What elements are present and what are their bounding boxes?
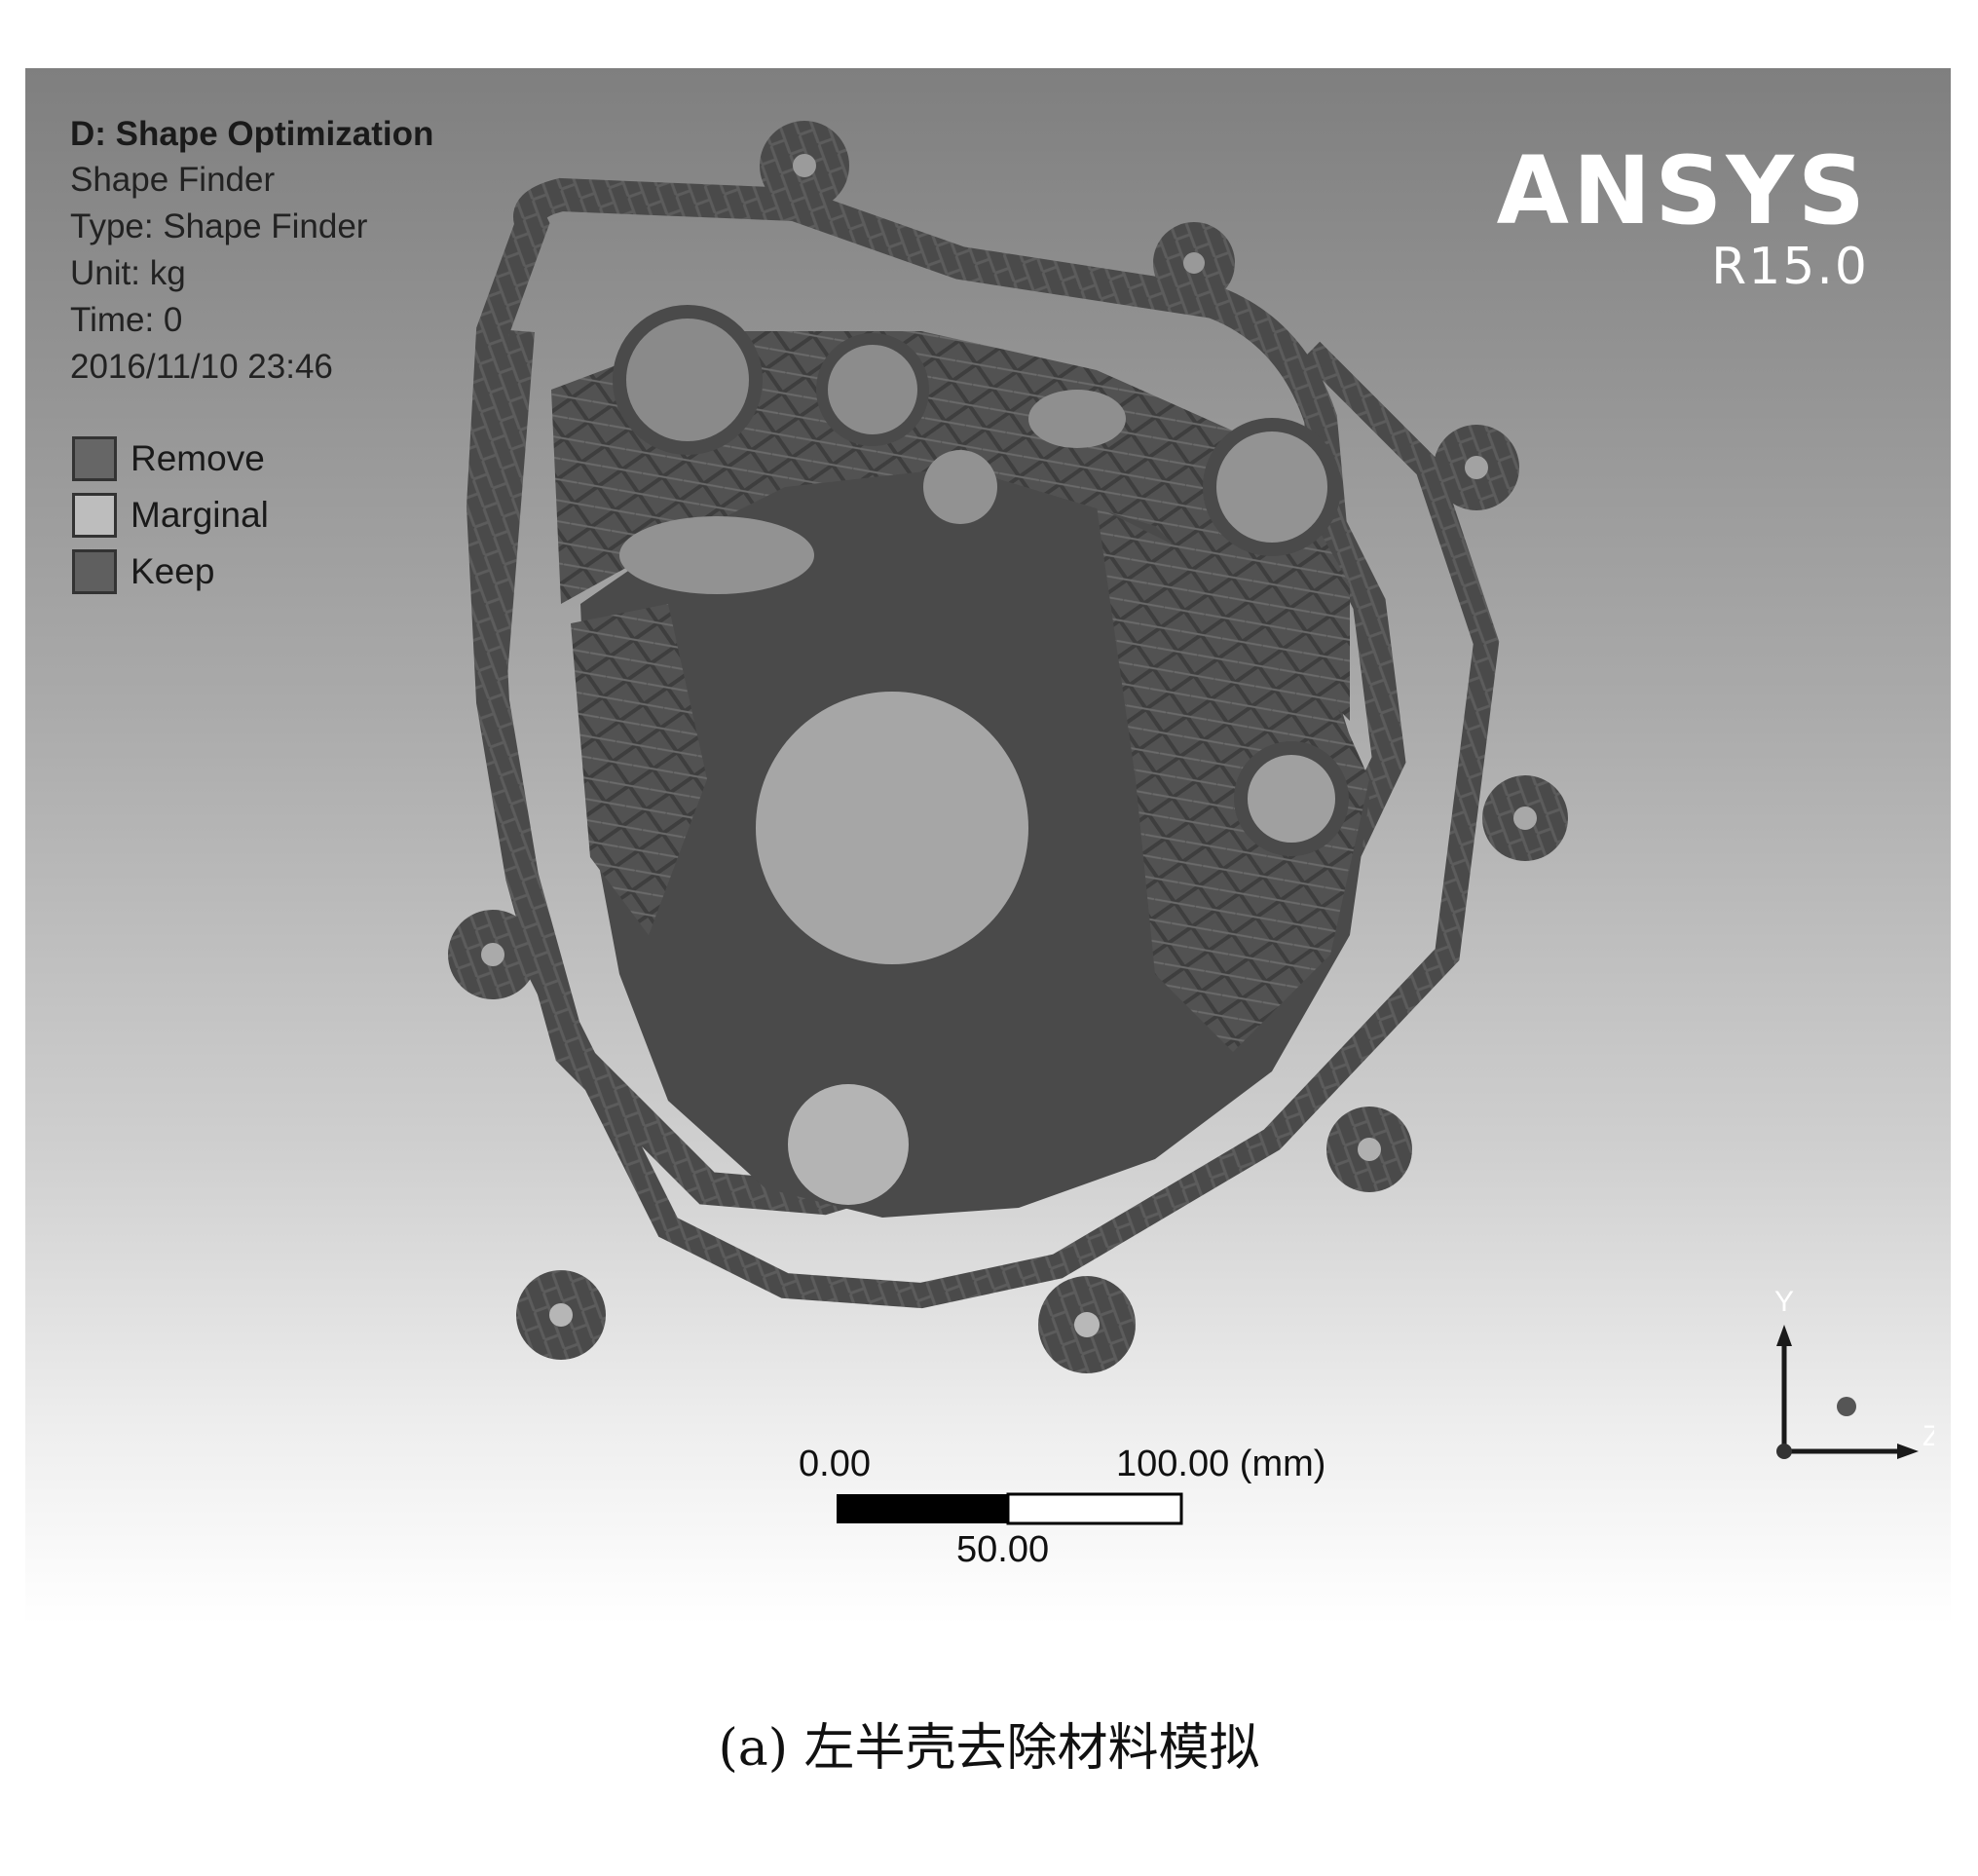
info-line-unit: Unit: kg <box>70 254 186 292</box>
legend-label-remove: Remove <box>131 438 265 478</box>
analysis-title: D: Shape Optimization <box>70 115 434 153</box>
logo-brand: ANSYS <box>1496 136 1869 245</box>
info-line-time: Time: 0 <box>70 301 183 339</box>
scale-bar-icon <box>837 1492 1183 1525</box>
info-line-result: Shape Finder <box>70 161 276 199</box>
outer-flange <box>466 177 1406 1216</box>
result-info-panel: D: Shape Optimization Shape Finder Type:… <box>70 111 433 391</box>
scale-label-right: 100.00 (mm) <box>1116 1444 1326 1484</box>
logo-version: R15.0 <box>1711 238 1869 296</box>
figure-caption: (a) 左半壳去除材料模拟 <box>718 1719 1260 1778</box>
mounting-lugs <box>448 121 1568 1373</box>
ansys-logo: ANSYS R15.0 <box>1497 144 1869 296</box>
info-line-type: Type: Shape Finder <box>70 207 368 245</box>
triad-axes-icon[interactable]: Y Z <box>1739 1286 1934 1481</box>
triad-z-label: Z <box>1922 1420 1934 1452</box>
bearing-holes <box>613 305 1349 1205</box>
legend: Remove Marginal Keep <box>72 431 269 600</box>
graphics-viewport[interactable]: D: Shape Optimization Shape Finder Type:… <box>25 68 1951 1625</box>
legend-item-remove[interactable]: Remove <box>72 431 269 487</box>
legend-item-keep[interactable]: Keep <box>72 544 269 600</box>
gearbox-half-shell-model[interactable] <box>415 97 1642 1461</box>
info-line-timestamp: 2016/11/10 23:46 <box>70 348 333 386</box>
triad-y-label: Y <box>1774 1286 1794 1318</box>
legend-label-keep: Keep <box>131 551 215 591</box>
legend-item-marginal[interactable]: Marginal <box>72 487 269 544</box>
legend-swatch-remove <box>72 436 117 481</box>
scale-label-left: 0.00 <box>799 1444 871 1484</box>
scale-label-middle: 50.00 <box>956 1529 1050 1570</box>
legend-swatch-marginal <box>72 493 117 538</box>
legend-swatch-keep <box>72 549 117 594</box>
scale-bar: 0.00 100.00 (mm) 50.00 <box>765 1442 1325 1578</box>
legend-label-marginal: Marginal <box>131 495 269 535</box>
